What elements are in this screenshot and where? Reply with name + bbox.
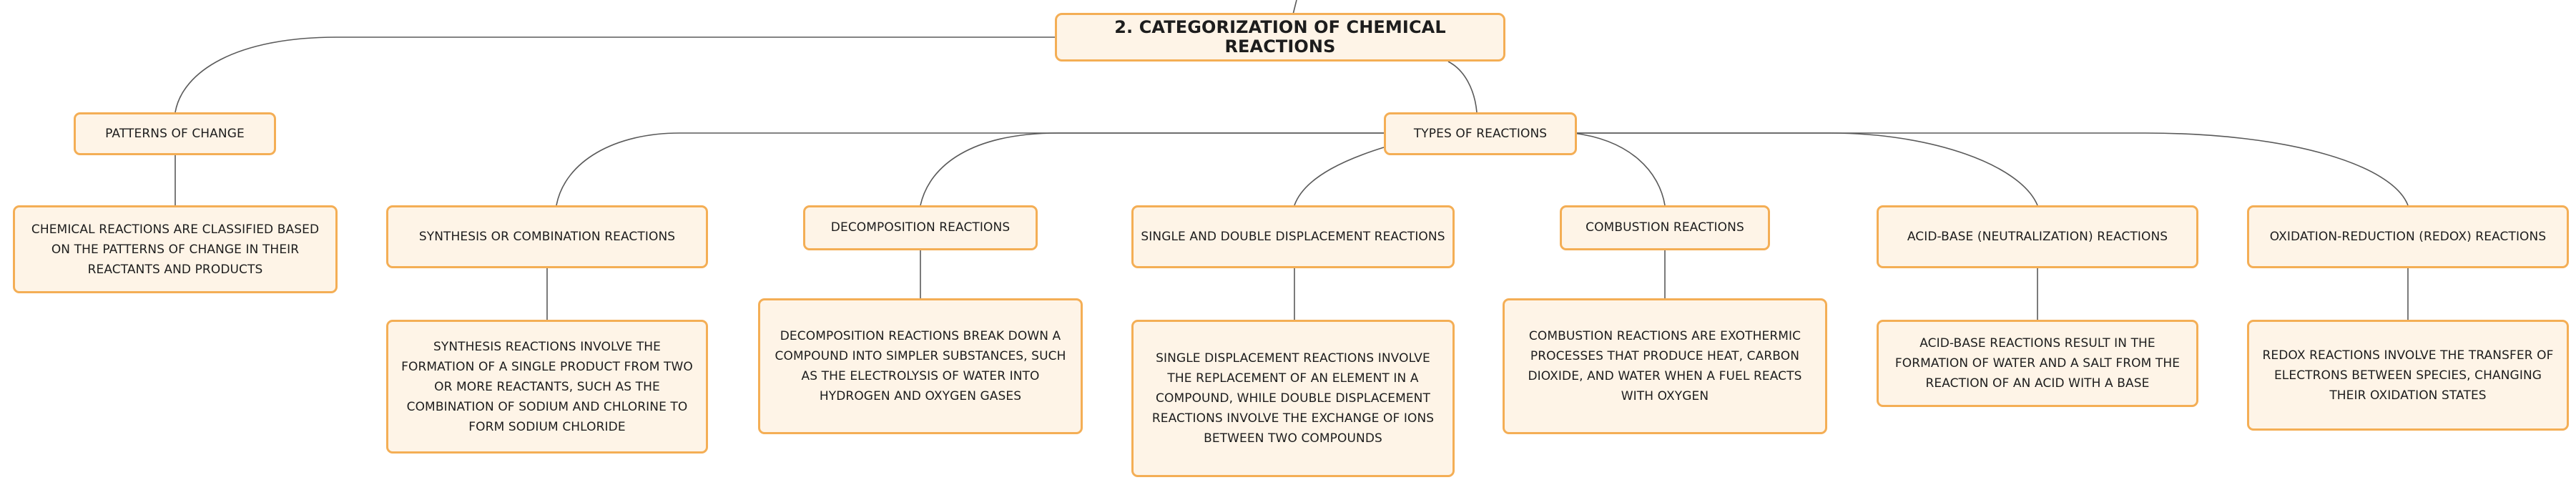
connector-types-synthesis: [556, 132, 1384, 206]
detail-node-decomposition[interactable]: DECOMPOSITION REACTIONS BREAK DOWN A COM…: [758, 298, 1083, 434]
type-displacement-label: SINGLE AND DOUBLE DISPLACEMENT REACTIONS: [1141, 229, 1445, 244]
detail-acid-base-text: ACID-BASE REACTIONS RESULT IN THE FORMAT…: [1894, 336, 2181, 391]
connector-root-types: [1447, 61, 1478, 113]
type-node-synthesis[interactable]: SYNTHESIS OR COMBINATION REACTIONS: [386, 205, 708, 268]
connector-parent-root: [1292, 0, 1297, 15]
branch-patterns-label: PATTERNS OF CHANGE: [105, 126, 245, 141]
detail-patterns-text: CHEMICAL REACTIONS ARE CLASSIFIED BASED …: [31, 222, 320, 277]
connector-root-patterns: [174, 36, 1055, 113]
detail-decomposition-text: DECOMPOSITION REACTIONS BREAK DOWN A COM…: [775, 329, 1066, 403]
detail-redox-text: REDOX REACTIONS INVOLVE THE TRANSFER OF …: [2262, 348, 2554, 403]
connector-types-acidbase: [1573, 132, 2038, 206]
detail-synthesis-text: SYNTHESIS REACTIONS INVOLVE THE FORMATIO…: [401, 339, 693, 434]
type-redox-label: OXIDATION-REDUCTION (REDOX) REACTIONS: [2269, 229, 2547, 244]
detail-displacement-text: SINGLE DISPLACEMENT REACTIONS INVOLVE TH…: [1151, 351, 1435, 446]
type-node-redox[interactable]: OXIDATION-REDUCTION (REDOX) REACTIONS: [2247, 205, 2569, 268]
detail-node-combustion[interactable]: COMBUSTION REACTIONS ARE EXOTHERMIC PROC…: [1503, 298, 1827, 434]
connector-types-displacement: [1294, 147, 1385, 206]
detail-node-acid-base[interactable]: ACID-BASE REACTIONS RESULT IN THE FORMAT…: [1877, 320, 2198, 407]
connector-types-decomposition: [920, 132, 1384, 206]
branch-node-types[interactable]: TYPES OF REACTIONS: [1384, 112, 1577, 155]
type-combustion-label: COMBUSTION REACTIONS: [1586, 220, 1744, 235]
connector-types-combustion: [1573, 132, 1666, 206]
type-acid-base-label: ACID-BASE (NEUTRALIZATION) REACTIONS: [1907, 229, 2168, 244]
type-synthesis-label: SYNTHESIS OR COMBINATION REACTIONS: [418, 229, 676, 244]
branch-node-patterns[interactable]: PATTERNS OF CHANGE: [74, 112, 276, 155]
connector-types-redox: [1573, 132, 2409, 206]
branch-types-label: TYPES OF REACTIONS: [1413, 126, 1548, 141]
detail-node-displacement[interactable]: SINGLE DISPLACEMENT REACTIONS INVOLVE TH…: [1131, 320, 1455, 477]
type-node-displacement[interactable]: SINGLE AND DOUBLE DISPLACEMENT REACTIONS: [1131, 205, 1455, 268]
detail-node-patterns[interactable]: CHEMICAL REACTIONS ARE CLASSIFIED BASED …: [13, 205, 338, 293]
type-node-acid-base[interactable]: ACID-BASE (NEUTRALIZATION) REACTIONS: [1877, 205, 2198, 268]
type-node-combustion[interactable]: COMBUSTION REACTIONS: [1560, 205, 1770, 250]
root-title-text: 2. CATEGORIZATION OF CHEMICAL REACTIONS: [1114, 17, 1446, 57]
detail-combustion-text: COMBUSTION REACTIONS ARE EXOTHERMIC PROC…: [1528, 329, 1802, 403]
root-node-title[interactable]: 2. CATEGORIZATION OF CHEMICAL REACTIONS: [1055, 13, 1505, 62]
detail-node-synthesis[interactable]: SYNTHESIS REACTIONS INVOLVE THE FORMATIO…: [386, 320, 708, 454]
detail-node-redox[interactable]: REDOX REACTIONS INVOLVE THE TRANSFER OF …: [2247, 320, 2569, 431]
type-node-decomposition[interactable]: DECOMPOSITION REACTIONS: [803, 205, 1038, 250]
type-decomposition-label: DECOMPOSITION REACTIONS: [830, 220, 1011, 235]
